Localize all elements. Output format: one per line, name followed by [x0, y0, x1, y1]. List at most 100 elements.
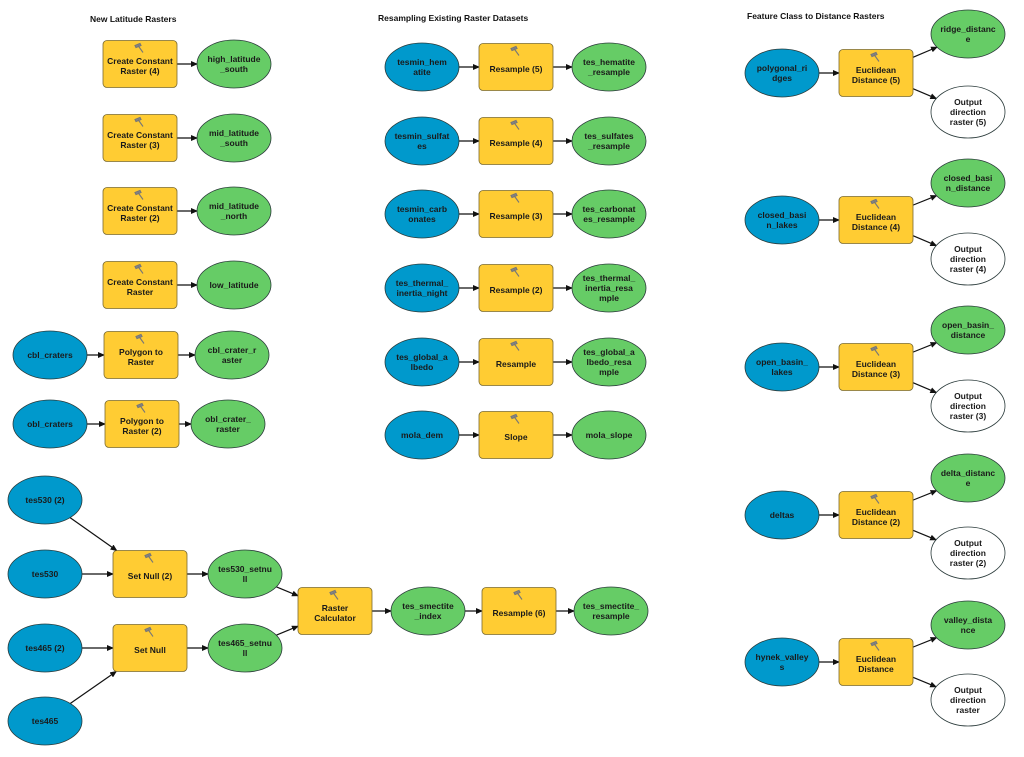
output-data-tir[interactable]: tes_thermal_inertia_resample: [571, 263, 647, 313]
connector-ed4-to-cbd[interactable]: [912, 195, 938, 206]
input-data-sul[interactable]: tesmin_sulfates: [384, 116, 460, 166]
tool-box[interactable]: [478, 264, 554, 312]
tool-box[interactable]: [838, 49, 914, 97]
tool-rs2[interactable]: Resample (2): [478, 264, 554, 312]
output-data-cblr[interactable]: cbl_crater_raster: [194, 330, 270, 380]
connector-ed3-to-odr3[interactable]: [912, 382, 938, 394]
data-ellipse[interactable]: [390, 586, 466, 636]
tool-rs4[interactable]: Resample (4): [478, 117, 554, 165]
input-data-t530b[interactable]: tes530 (2): [7, 475, 83, 525]
tool-box[interactable]: [478, 117, 554, 165]
tool-box[interactable]: [481, 587, 557, 635]
tool-rs5[interactable]: Resample (5): [478, 43, 554, 91]
data-ellipse[interactable]: [196, 260, 272, 310]
output-data-cbd[interactable]: closed_basin_distance: [930, 158, 1006, 208]
data-ellipse[interactable]: [384, 410, 460, 460]
data-ellipse[interactable]: [384, 42, 460, 92]
data-ellipse[interactable]: [930, 232, 1006, 286]
connector-t465-to-sn1[interactable]: [69, 670, 118, 704]
tool-box[interactable]: [102, 187, 178, 235]
data-ellipse[interactable]: [12, 399, 88, 449]
connector-ed4-to-odr4[interactable]: [912, 235, 938, 247]
tool-box[interactable]: [297, 587, 373, 635]
data-ellipse[interactable]: [744, 637, 820, 687]
data-ellipse[interactable]: [196, 186, 272, 236]
data-ellipse[interactable]: [930, 379, 1006, 433]
output-data-ll[interactable]: low_latitude: [196, 260, 272, 310]
data-ellipse[interactable]: [930, 600, 1006, 650]
tool-box[interactable]: [478, 411, 554, 459]
data-ellipse[interactable]: [571, 42, 647, 92]
data-ellipse[interactable]: [7, 696, 83, 746]
data-ellipse[interactable]: [571, 116, 647, 166]
data-ellipse[interactable]: [7, 549, 83, 599]
input-data-deltas[interactable]: deltas: [744, 490, 820, 540]
data-ellipse[interactable]: [744, 195, 820, 245]
data-ellipse[interactable]: [207, 623, 283, 673]
connector-ed1-to-odr1[interactable]: [912, 676, 938, 688]
input-data-hem[interactable]: tesmin_hematite: [384, 42, 460, 92]
input-data-t530[interactable]: tes530: [7, 549, 83, 599]
tool-sn2[interactable]: Set Null (2): [112, 550, 188, 598]
data-ellipse[interactable]: [384, 337, 460, 387]
input-data-dem[interactable]: mola_dem: [384, 410, 460, 460]
tool-box[interactable]: [838, 491, 914, 539]
output-data-dd[interactable]: delta_distance: [930, 453, 1006, 503]
data-ellipse[interactable]: [7, 623, 83, 673]
connector-s465-to-rc[interactable]: [276, 625, 299, 636]
tool-rs3[interactable]: Resample (3): [478, 190, 554, 238]
data-ellipse[interactable]: [930, 9, 1006, 59]
output-data-sulr[interactable]: tes_sulfates_resample: [571, 116, 647, 166]
output-data-hls[interactable]: high_latitude_south: [196, 39, 272, 89]
connector-ed2-to-odr2[interactable]: [912, 529, 938, 541]
data-ellipse[interactable]: [384, 116, 460, 166]
tool-box[interactable]: [478, 190, 554, 238]
data-ellipse[interactable]: [207, 549, 283, 599]
data-ellipse[interactable]: [930, 526, 1006, 580]
data-ellipse[interactable]: [744, 342, 820, 392]
tool-box[interactable]: [838, 343, 914, 391]
data-ellipse[interactable]: [12, 330, 88, 380]
input-data-cbl[interactable]: closed_basin_lakes: [744, 195, 820, 245]
output-data-hemr[interactable]: tes_hematite_resample: [571, 42, 647, 92]
input-data-ti[interactable]: tes_thermal_inertia_night: [384, 263, 460, 313]
data-ellipse[interactable]: [384, 263, 460, 313]
connector-ed2-to-dd[interactable]: [912, 490, 938, 501]
data-ellipse[interactable]: [571, 189, 647, 239]
connector-ed3-to-obd[interactable]: [912, 342, 938, 353]
input-data-cblc[interactable]: cbl_craters: [12, 330, 88, 380]
tool-box[interactable]: [102, 261, 178, 309]
input-data-t465b[interactable]: tes465 (2): [7, 623, 83, 673]
data-ellipse[interactable]: [930, 305, 1006, 355]
tool-box[interactable]: [112, 624, 188, 672]
data-ellipse[interactable]: [190, 399, 266, 449]
connector-ed1-to-vd[interactable]: [912, 637, 938, 648]
output-data-obd[interactable]: open_basin_distance: [930, 305, 1006, 355]
tool-box[interactable]: [838, 638, 914, 686]
output-data-smr[interactable]: tes_smectite_resample: [573, 586, 649, 636]
output-data-oblr[interactable]: obl_crater_raster: [190, 399, 266, 449]
output-data-mln[interactable]: mid_latitude_north: [196, 186, 272, 236]
data-ellipse[interactable]: [196, 39, 272, 89]
tool-box[interactable]: [478, 43, 554, 91]
connector-ed5-to-odr5[interactable]: [912, 88, 938, 100]
tool-box[interactable]: [103, 331, 179, 379]
data-ellipse[interactable]: [194, 330, 270, 380]
